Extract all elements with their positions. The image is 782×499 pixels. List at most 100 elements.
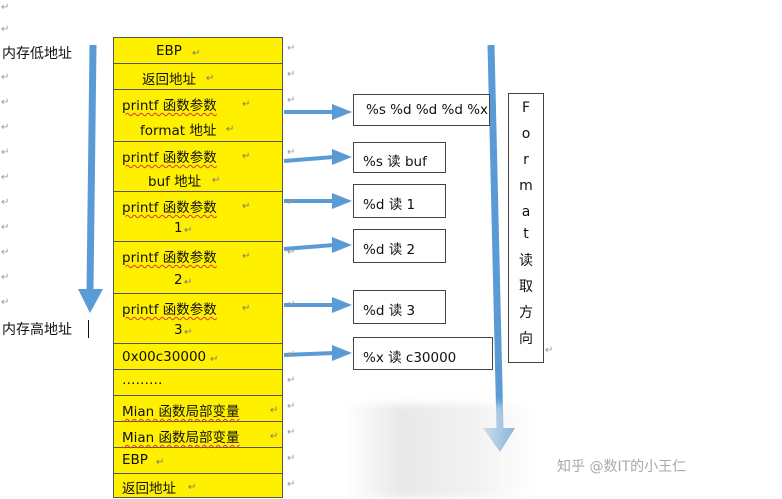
paragraph-mark: ↵ (287, 427, 296, 438)
format-read-direction-label: F o r m a t 读 取 方 向 ↵ (508, 93, 553, 363)
paragraph-mark: ↵ (188, 482, 197, 493)
paragraph-mark: ↵ (242, 99, 251, 110)
memory-direction-arrow (78, 44, 103, 313)
paragraph-mark: ↵ (287, 375, 296, 386)
cell-text: printf 函数参数 (122, 302, 217, 318)
stack-cell-ebp: EBP ↵ (114, 448, 282, 474)
cell-text: ……… (122, 372, 163, 388)
watermark: 知乎 @数IT的小王仁 (557, 459, 687, 475)
paragraph-mark: ↵ (287, 247, 296, 258)
stack-cell-arg-3: printf 函数参数 ↵ 3 ↵ (114, 294, 282, 344)
paragraph-mark: ↵ (545, 345, 554, 356)
label-char: 取 (519, 279, 533, 295)
paragraph-mark: ↵ (287, 69, 296, 80)
cell-text: printf 函数参数 (122, 150, 217, 166)
stack-cell-ebp: EBP ↵ (114, 38, 282, 64)
cell-text: 2 (174, 272, 183, 288)
label-char: m (519, 178, 533, 194)
stack-cell-ellipsis: ……… (114, 370, 282, 396)
paragraph-mark: ↵ (156, 457, 165, 468)
pointer-arrow (283, 149, 352, 165)
high-address-label: 内存高地址 (2, 322, 72, 338)
paragraph-mark: ↵ (1, 222, 10, 233)
cell-text: 3 (174, 322, 183, 338)
stack-cell-format-address: printf 函数参数 ↵ format 地址 ↵ (114, 90, 282, 142)
result-text: %x 读 c30000 (363, 350, 457, 366)
blurred-region (345, 404, 535, 498)
paragraph-mark: ↵ (1, 247, 10, 258)
stack-cell-return-address: 返回地址 ↵ (114, 474, 282, 499)
paragraph-mark: ↵ (184, 327, 193, 338)
pointer-arrow (283, 237, 352, 253)
paragraph-mark: ↵ (270, 431, 279, 442)
paragraph-mark: ↵ (287, 95, 296, 106)
paragraph-mark: ↵ (287, 349, 296, 360)
stack-frame: EBP ↵ 返回地址 ↵ printf 函数参数 ↵ format 地址 ↵ p… (113, 37, 283, 498)
label-char: r (523, 152, 529, 168)
paragraph-mark: ↵ (184, 225, 193, 236)
label-char: 方 (519, 305, 533, 321)
paragraph-mark: ↵ (287, 479, 296, 490)
stack-cell-return-address: 返回地址 ↵ (114, 64, 282, 90)
paragraph-mark: ↵ (1, 122, 10, 133)
paragraph-mark: ↵ (212, 175, 221, 186)
paragraph-mark: ↵ (242, 201, 251, 212)
result-text: %s %d %d %d %x (366, 102, 489, 118)
result-text: %d 读 1 (363, 197, 416, 213)
paragraph-mark: ↵ (287, 401, 296, 412)
result-text: %d 读 3 (363, 303, 416, 319)
cell-text: EBP (122, 452, 148, 468)
paragraph-mark: ↵ (287, 197, 296, 208)
paragraph-mark: ↵ (192, 48, 201, 59)
paragraph-mark: ↵ (1, 172, 10, 183)
paragraph-mark: ↵ (210, 354, 219, 365)
paragraph-mark: ↵ (242, 303, 251, 314)
cell-text: format 地址 (140, 123, 217, 139)
result-box-arg-1: %d 读 1 (353, 184, 446, 218)
cell-text: EBP (156, 43, 182, 59)
paragraph-mark: ↵ (287, 299, 296, 310)
paragraph-mark: ↵ (1, 297, 10, 308)
cell-text: 返回地址 (142, 72, 196, 88)
paragraph-mark: ↵ (206, 73, 215, 84)
pointer-arrow (284, 297, 352, 313)
paragraph-mark: ↵ (242, 151, 251, 162)
cell-text: 1 (174, 220, 183, 236)
paragraph-mark: ↵ (287, 453, 296, 464)
text-cursor (88, 320, 89, 338)
cell-text: Mian 函数局部变量 (122, 404, 240, 420)
paragraph-mark: ↵ (1, 97, 10, 108)
stack-cell-buf-address: printf 函数参数 ↵ buf 地址 ↵ (114, 142, 282, 192)
paragraph-mark: ↵ (1, 24, 10, 35)
result-box-arg-2: %d 读 2 (353, 229, 446, 263)
paragraph-mark: ↵ (1, 2, 10, 13)
cell-text: Mian 函数局部变量 (122, 430, 240, 446)
cell-text: printf 函数参数 (122, 200, 217, 216)
label-char: o (521, 126, 531, 142)
stack-cell-local-var: Mian 函数局部变量 ↵ (114, 422, 282, 448)
label-char: a (521, 204, 531, 220)
cell-text: 0x00c30000 (122, 349, 207, 365)
paragraph-mark: ↵ (184, 277, 193, 288)
result-text: %d 读 2 (363, 242, 416, 258)
stack-cell-arg-2: printf 函数参数 ↵ 2 ↵ (114, 242, 282, 294)
pointer-arrow (284, 104, 352, 120)
paragraph-mark: ↵ (1, 72, 10, 83)
low-address-label: 内存低地址 (2, 46, 72, 62)
paragraph-mark: ↵ (242, 251, 251, 262)
stack-cell-local-var: Mian 函数局部变量 ↵ (114, 396, 282, 422)
pointer-arrow (283, 345, 352, 361)
paragraph-mark: ↵ (287, 147, 296, 158)
label-char: 向 (519, 331, 533, 347)
stack-cell-arg-1: printf 函数参数 ↵ 1 ↵ (114, 192, 282, 242)
paragraph-mark: ↵ (1, 197, 10, 208)
cell-text: printf 函数参数 (122, 98, 217, 114)
cell-text: 返回地址 (122, 481, 176, 497)
stack-cell-hex-value: 0x00c30000 ↵ (114, 344, 282, 370)
result-box-arg-3: %d 读 3 (353, 290, 446, 324)
paragraph-mark: ↵ (1, 272, 10, 283)
label-char: 读 (519, 253, 533, 269)
result-box-hex: %x 读 c30000 (353, 337, 493, 370)
paragraph-mark: ↵ (270, 405, 279, 416)
paragraph-mark: ↵ (226, 124, 235, 135)
